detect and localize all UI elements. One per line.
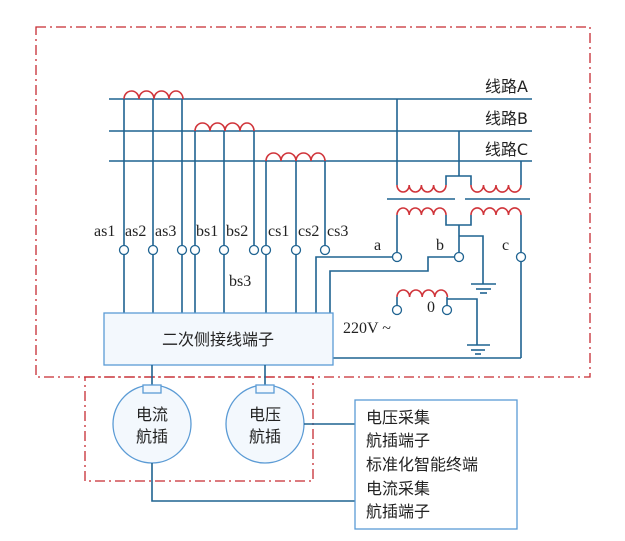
pt-section [315, 99, 530, 359]
pt-label-c: c [502, 237, 509, 254]
supply-voltage-label: 220V ~ [343, 320, 391, 337]
ct-coil-c [265, 152, 326, 162]
pt-primary-coil-2 [470, 184, 522, 193]
label-cs2: cs2 [298, 223, 319, 240]
pt-primary-coil-1 [396, 184, 447, 193]
ct-leads [123, 99, 326, 313]
terminal-box-line1: 电压采集 [366, 408, 430, 427]
pt-secondary-coil-1 [396, 207, 447, 216]
ct-terminal-labels: as1 as2 as3 bs1 bs2 bs3 cs1 cs2 cs3 [94, 223, 348, 290]
label-bs2: bs2 [226, 223, 248, 240]
pt-label-b: b [436, 237, 444, 254]
smart-terminal-box [354, 399, 518, 530]
current-connector-pin [142, 384, 162, 394]
label-cs1: cs1 [268, 223, 289, 240]
ct-coil-b [194, 122, 255, 132]
supply-coil [396, 289, 449, 298]
line-a-label: 线路A [485, 77, 528, 96]
current-connector-line1: 电流 [136, 405, 168, 424]
label-as1: as1 [94, 223, 115, 240]
terminal-block [103, 312, 334, 366]
ct-terminals [118, 244, 331, 256]
pt-secondary-coil-2 [470, 207, 522, 216]
wire-b [329, 256, 454, 313]
terminal-block-label: 二次侧接线端子 [162, 330, 274, 349]
label-bs3: bs3 [229, 273, 251, 290]
label-bs1: bs1 [196, 223, 218, 240]
voltage-connector-line2: 航插 [249, 427, 281, 446]
label-as2: as2 [125, 223, 146, 240]
line-c-label: 线路C [485, 140, 528, 159]
connector-boundary [84, 376, 314, 482]
terminal-box-line5: 航插端子 [366, 502, 430, 521]
pt-label-a: a [374, 237, 381, 254]
current-connector [112, 384, 192, 464]
ct-coil-a [123, 90, 184, 100]
label-as3: as3 [155, 223, 176, 240]
voltage-connector-pin [255, 384, 275, 394]
terminal-box-line3: 标准化智能终端 [366, 455, 478, 474]
wire-a [315, 256, 392, 313]
label-cs3: cs3 [327, 223, 348, 240]
voltage-connector [225, 384, 305, 464]
current-connector-line2: 航插 [136, 427, 168, 446]
terminal-box-line2: 航插端子 [366, 431, 430, 450]
terminal-box-line4: 电流采集 [366, 479, 430, 498]
line-b-label: 线路B [485, 109, 528, 128]
pt-label-zero: 0 [427, 299, 435, 316]
voltage-connector-line1: 电压 [249, 405, 281, 424]
